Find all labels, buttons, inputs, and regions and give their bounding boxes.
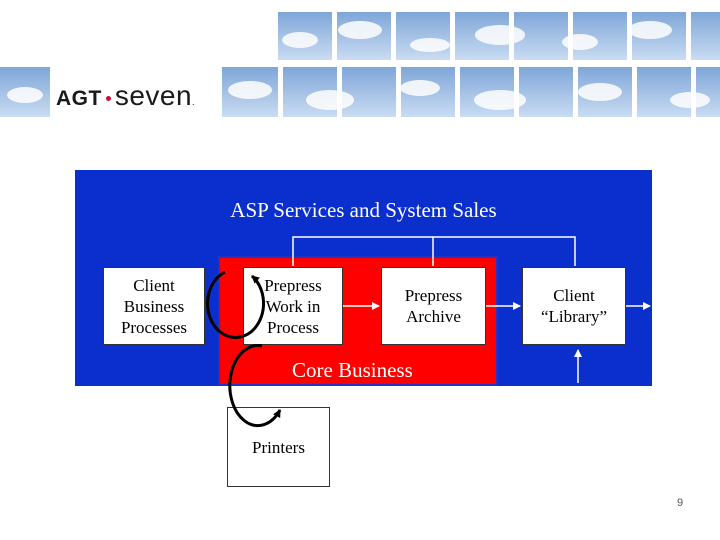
logo-dot-icon — [105, 96, 111, 102]
business-to-prepress-cycle-arrow — [206, 270, 265, 339]
agt-seven-logo: AGT seven. — [56, 80, 195, 112]
diagram-title: ASP Services and System Sales — [230, 198, 497, 222]
client-library-box: Client “Library” — [522, 267, 626, 345]
sky-photo-tiles — [0, 12, 720, 117]
prepress-work-in-process-box: Prepress Work in Process — [243, 267, 343, 345]
prepress-to-printers-cycle-arrow — [228, 344, 282, 428]
prepress-archive-label: Prepress Archive — [404, 286, 463, 326]
logo-mark: . — [192, 97, 195, 107]
client-business-processes-label: Client Business Processes — [120, 275, 188, 337]
sky-banner — [0, 0, 720, 120]
flow-lines — [292, 236, 651, 383]
client-business-processes-box: Client Business Processes — [103, 267, 205, 345]
page-number: 9 — [677, 497, 684, 509]
core-business-label: Core Business — [292, 358, 413, 382]
prepress-archive-box: Prepress Archive — [381, 267, 486, 345]
top-feedback-line — [292, 236, 576, 266]
printers-label: Printers — [252, 437, 305, 457]
logo-brand: AGT — [56, 87, 102, 110]
logo-name: seven — [114, 80, 193, 111]
prepress-work-in-process-label: Prepress Work in Process — [264, 275, 322, 337]
client-library-label: Client “Library” — [540, 286, 608, 326]
